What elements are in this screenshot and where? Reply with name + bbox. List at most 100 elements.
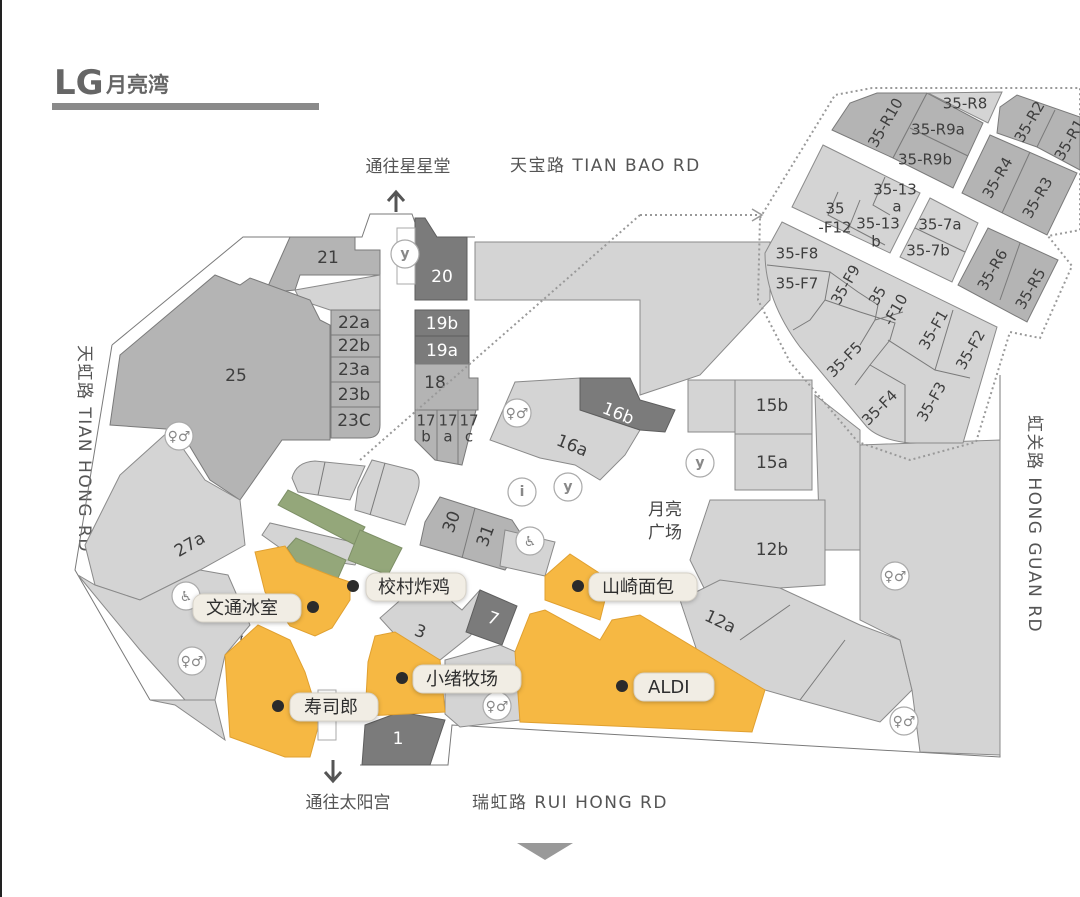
accessible-restroom-icon[interactable]: ♿ bbox=[515, 526, 545, 556]
restaurant-name: 小绪牧场 bbox=[426, 669, 498, 690]
road-east: 虹关路 HONG GUAN RD bbox=[1024, 415, 1044, 633]
info-icon[interactable]: i bbox=[507, 477, 537, 507]
unit-35-13b-label: 35-13 bbox=[856, 215, 900, 233]
svg-text:i: i bbox=[520, 484, 525, 500]
unit-35-r9b-label: 35-R9b bbox=[898, 151, 952, 169]
unit-35-r2-r1[interactable] bbox=[996, 94, 1080, 171]
restroom-icon[interactable]: ♀♂ bbox=[502, 398, 532, 428]
unit-35-f12-label: 35 bbox=[825, 200, 844, 218]
restaurant-name: 文通冰室 bbox=[206, 598, 278, 619]
area-label: 月亮湾 bbox=[105, 73, 169, 97]
unit-21[interactable] bbox=[264, 236, 381, 294]
restaurant-area-sushiro[interactable] bbox=[224, 624, 321, 758]
svg-text:♀♂: ♀♂ bbox=[486, 699, 509, 715]
unit-north-anchor bbox=[474, 241, 771, 396]
restaurant-callout[interactable]: 山崎面包 bbox=[572, 572, 698, 602]
unit-23c-label: 23C bbox=[337, 411, 371, 431]
unit-17c-label: 17 bbox=[459, 412, 478, 430]
scroll-down-chevron-icon[interactable] bbox=[517, 843, 573, 860]
unit-35-r9[interactable] bbox=[892, 92, 984, 189]
restroom-icon[interactable]: ♀♂ bbox=[177, 646, 207, 676]
kiosk-block-1 bbox=[291, 460, 366, 501]
unit-17b-suffix: b bbox=[421, 428, 431, 446]
unit-1-label: 1 bbox=[393, 729, 404, 749]
restaurant-name: ALDI bbox=[648, 677, 690, 698]
site-outline-west bbox=[74, 344, 151, 701]
floor-label: LG bbox=[54, 63, 104, 103]
restaurant-callout[interactable]: ALDI bbox=[616, 672, 715, 702]
svg-text:♀♂: ♀♂ bbox=[181, 654, 204, 670]
escalator-icon[interactable]: y bbox=[390, 239, 420, 269]
header-bar bbox=[52, 103, 319, 110]
restaurant-callout[interactable]: 小绪牧场 bbox=[396, 664, 522, 694]
unit-west-corner bbox=[149, 699, 226, 742]
restaurant-name: 校村炸鸡 bbox=[378, 577, 450, 598]
escalator-icon[interactable]: y bbox=[685, 448, 715, 478]
unit-35-r4-r3[interactable] bbox=[961, 134, 1078, 236]
unit-23c[interactable] bbox=[330, 406, 381, 439]
unit-35-13a-label: 35-13 bbox=[873, 181, 917, 199]
restaurant-callout[interactable]: 文通冰室 bbox=[192, 593, 319, 623]
unit-35-f12-suffix: -F12 bbox=[818, 219, 851, 237]
unit-23a-label: 23a bbox=[338, 360, 370, 380]
svg-text:♿: ♿ bbox=[524, 534, 537, 550]
restaurant-name: 寿司郎 bbox=[304, 697, 358, 718]
unit-20[interactable] bbox=[414, 217, 468, 301]
unit-west-block bbox=[77, 569, 251, 701]
restroom-icon[interactable]: ♀♂ bbox=[164, 421, 194, 451]
unit-18-label: 18 bbox=[424, 373, 446, 393]
unit-35-f8-label: 35-F8 bbox=[776, 245, 819, 263]
direction-north: 通往星星堂 bbox=[366, 157, 451, 177]
unit-35-r10[interactable] bbox=[831, 92, 928, 159]
unit-17a-suffix: a bbox=[443, 428, 452, 446]
unit-19a-label: 19a bbox=[426, 341, 458, 361]
restroom-icon[interactable]: ♀♂ bbox=[889, 706, 919, 736]
unit-19b-label: 19b bbox=[426, 314, 458, 334]
unit-35-7a-label: 35-7a bbox=[918, 216, 961, 234]
arrow-right-icon bbox=[751, 208, 764, 222]
unit-21-label: 21 bbox=[317, 248, 339, 268]
unit-35-r8[interactable] bbox=[927, 91, 1003, 124]
svg-text:♀♂: ♀♂ bbox=[506, 406, 529, 422]
svg-text:♀♂: ♀♂ bbox=[884, 569, 907, 585]
unit-19a[interactable] bbox=[414, 335, 470, 365]
unit-1[interactable] bbox=[361, 711, 446, 766]
unit-7[interactable] bbox=[465, 589, 518, 646]
units-17[interactable] bbox=[414, 409, 477, 466]
unit-35-13-block[interactable] bbox=[791, 144, 921, 254]
svg-text:y: y bbox=[400, 246, 409, 262]
unit-35-13a-suffix: a bbox=[892, 198, 901, 216]
unit-35-f7-label: 35-F7 bbox=[776, 275, 819, 293]
road-west: 天虹路 TIAN HONG RD bbox=[74, 345, 94, 553]
restroom-icon[interactable]: ♀♂ bbox=[880, 561, 910, 591]
unit-15b[interactable] bbox=[734, 379, 813, 435]
plaza-label-2: 广场 bbox=[648, 523, 682, 543]
unit-19b[interactable] bbox=[414, 309, 470, 337]
unit-22a[interactable] bbox=[330, 309, 381, 336]
unit-35-7b-label: 35-7b bbox=[906, 242, 950, 260]
unit-15a[interactable] bbox=[734, 433, 813, 491]
unit-20-label: 20 bbox=[431, 267, 453, 287]
direction-south: 通往太阳宫 bbox=[306, 793, 391, 813]
svg-text:♿: ♿ bbox=[180, 589, 193, 605]
restaurant-callout[interactable]: 寿司郎 bbox=[272, 692, 379, 722]
arrow-up-icon bbox=[386, 189, 406, 212]
restaurant-callout[interactable]: 校村炸鸡 bbox=[347, 572, 467, 602]
unit-12b-label: 12b bbox=[756, 540, 788, 560]
escalator-icon[interactable]: y bbox=[553, 472, 583, 502]
unit-15b-label: 15b bbox=[756, 396, 788, 416]
kiosk-block-2 bbox=[354, 459, 420, 526]
unit-16b[interactable] bbox=[579, 377, 676, 433]
unit-35-r6-r5[interactable] bbox=[957, 227, 1059, 323]
unit-22b-label: 22b bbox=[338, 336, 370, 356]
restroom-icon[interactable]: ♀♂ bbox=[482, 691, 512, 721]
svg-text:♀♂: ♀♂ bbox=[168, 429, 191, 445]
green-area-1 bbox=[277, 489, 366, 546]
arrow-down-icon bbox=[323, 760, 343, 784]
road-north: 天宝路 TIAN BAO RD bbox=[510, 156, 701, 176]
unit-17b-label: 17 bbox=[416, 412, 435, 430]
unit-23b-label: 23b bbox=[338, 385, 370, 405]
unit-17a-label: 17 bbox=[438, 412, 457, 430]
unit-35-r9a-label: 35-R9a bbox=[911, 121, 965, 139]
unit-15-front bbox=[687, 379, 736, 433]
